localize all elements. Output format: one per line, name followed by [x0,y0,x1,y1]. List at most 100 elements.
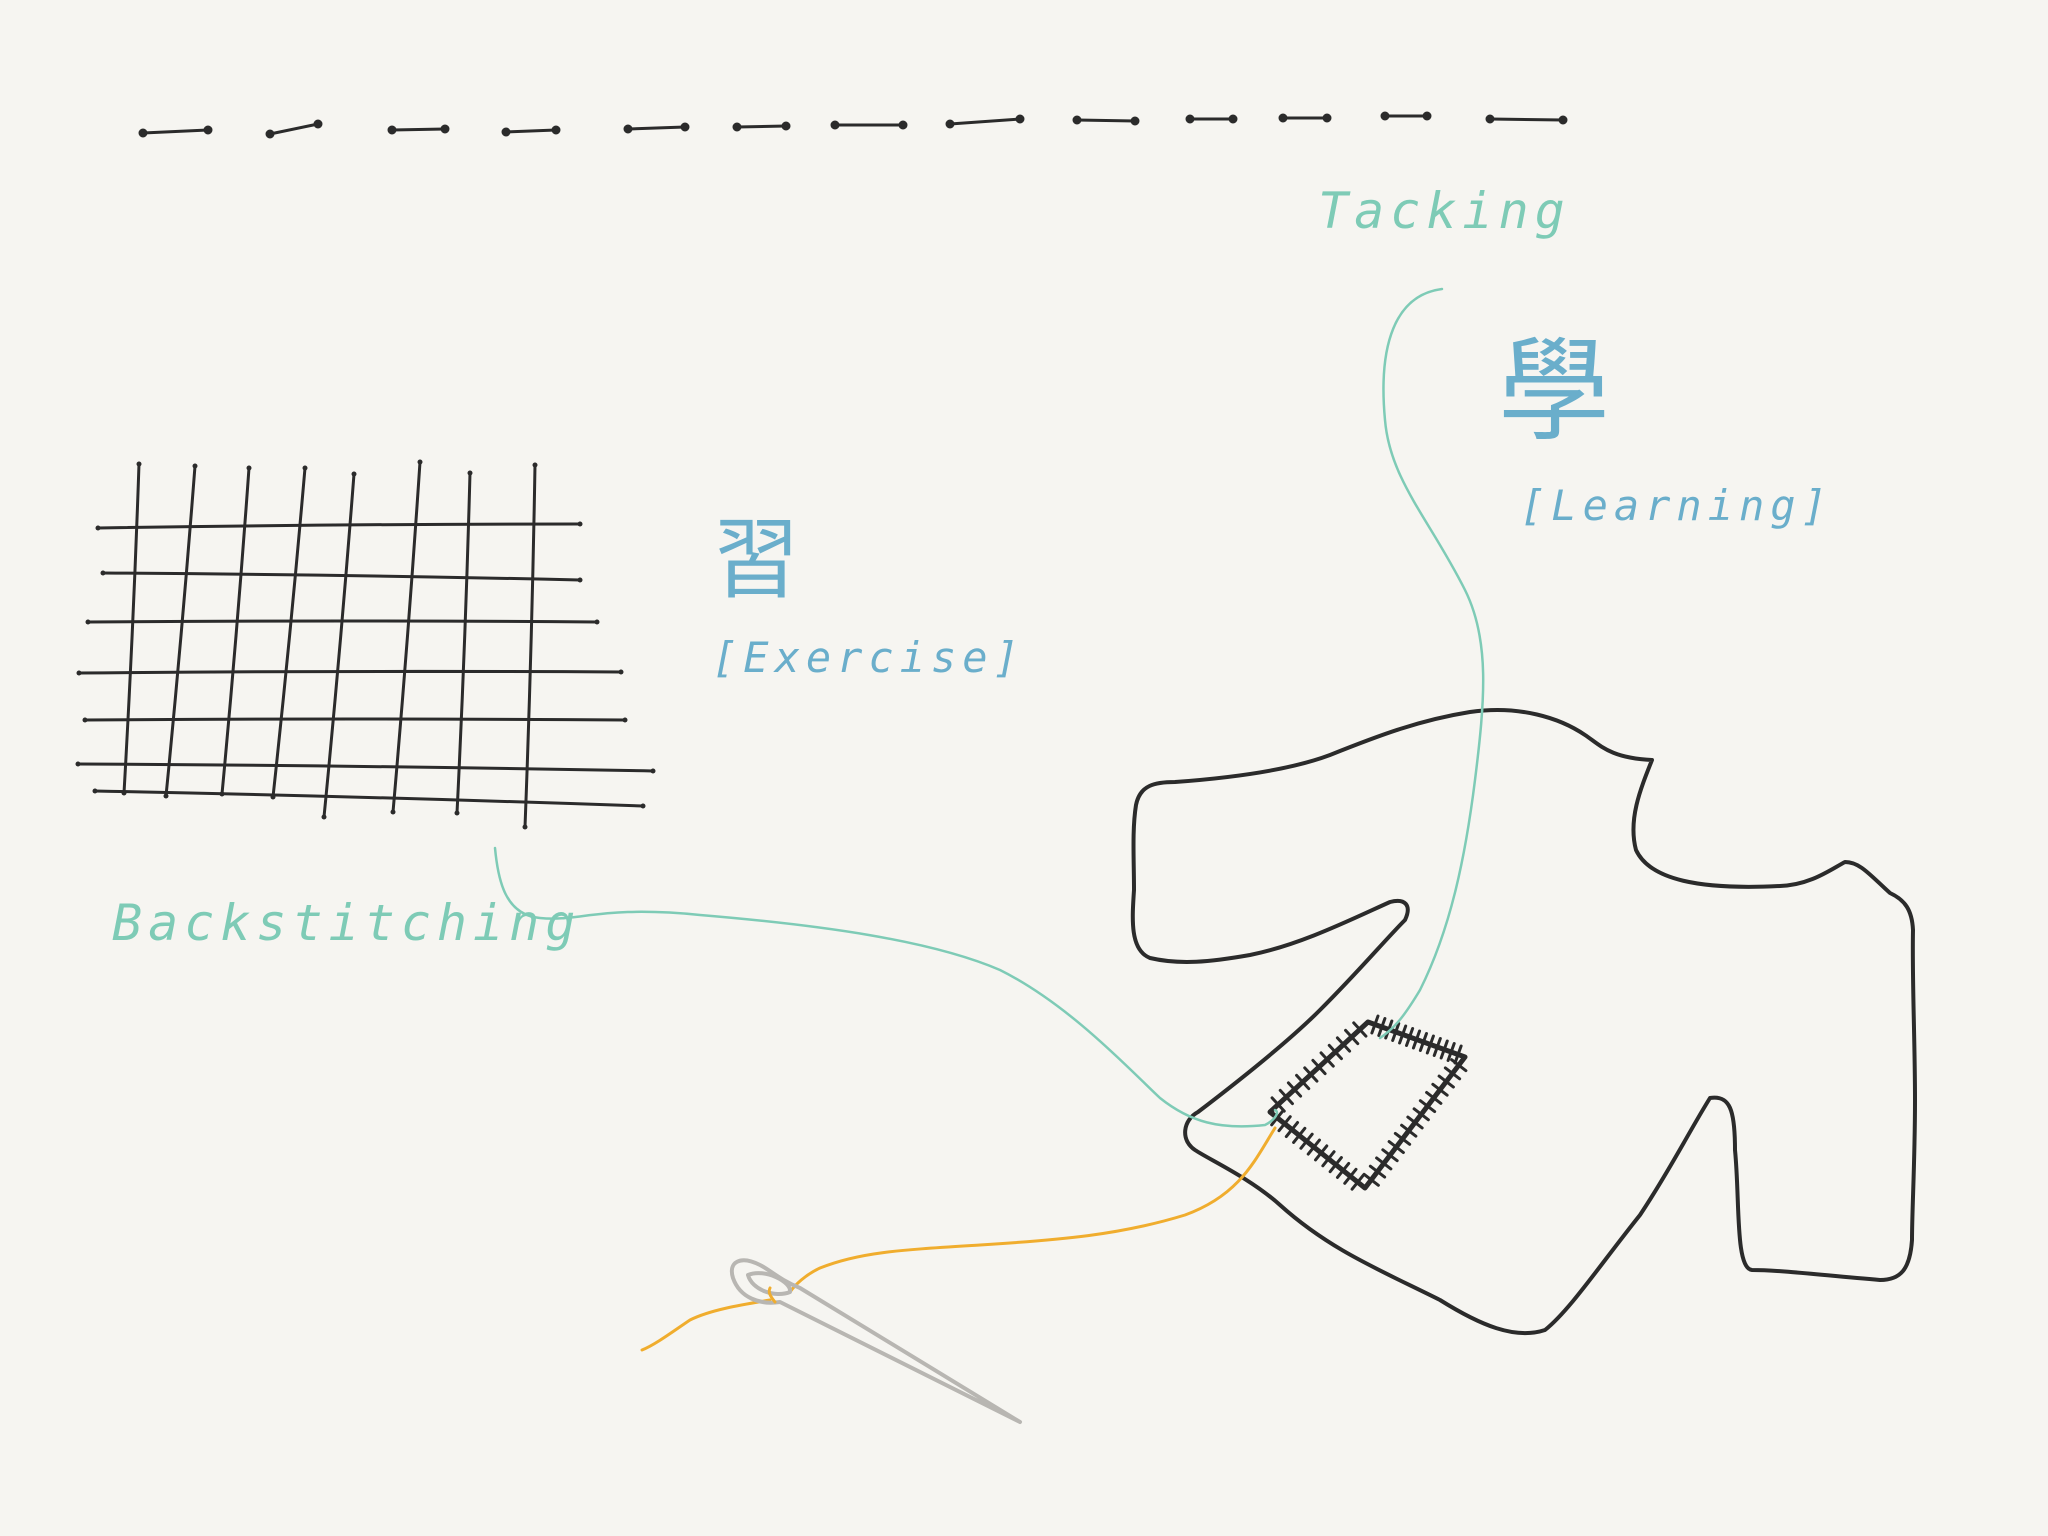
patch-stitch [1352,1021,1368,1038]
tacking-thread [1378,287,1485,1040]
patch-stitch [1303,1066,1319,1083]
patch-stitch [1343,1167,1358,1185]
grid-line-end [577,521,583,527]
patch-stitch [1375,1156,1393,1171]
grid-line-end [163,793,169,799]
tacking-dash-end [1380,111,1390,121]
tacking-dash-end [1072,115,1082,125]
patch-stitch [1319,1051,1335,1068]
grid-line [220,466,251,796]
tacking-dash [1488,117,1565,122]
grid-line [455,471,472,815]
backstitching-label: Backstitching [112,894,581,952]
tacking-dash-end [138,128,148,138]
exercise-character: 習 [712,508,800,611]
exercise-gloss: [Exercise] [712,633,1025,682]
grid-line [77,669,623,675]
orange-thread-tail [640,1298,772,1352]
grid-line-end [121,790,127,796]
learning-character: 學 [1498,327,1610,457]
tacking-dash-end [1130,116,1140,126]
grid-line-end [95,525,101,531]
grid-line-end [417,459,423,465]
patch-stitch [1446,1042,1456,1062]
grid-line-end [594,619,600,625]
tacking-dash-end [781,121,791,131]
tacking-dash-end [623,124,633,134]
grid-line-end [522,824,528,830]
grid-line-end [622,717,628,723]
grid-line-end [75,761,81,767]
grid-line-end [640,803,646,809]
grid-line [101,571,582,582]
patch-stitch [1391,1022,1401,1042]
fabric-shape-icon [1130,708,1917,1336]
patch-stitch [1368,1164,1387,1179]
grid-line-end [85,619,91,625]
tacking-dash-end [1422,111,1432,121]
patch-stitch [1328,1156,1343,1174]
tacking-dash-end [945,119,955,129]
patch-stitch [1286,1081,1303,1098]
patch-stitch [1299,1132,1314,1150]
patch-stitch [1284,1121,1300,1139]
patch-stitch [1311,1058,1327,1076]
patch-stitch [1270,1096,1286,1113]
tacking-dash [268,122,320,136]
grid-line-end [82,717,88,723]
tacking-dash-end [1015,114,1025,124]
orange-thread [788,1126,1277,1294]
tacking-label: Tacking [1318,182,1571,240]
orange-thread-eye [767,1286,777,1304]
patch-stitch [1412,1107,1430,1122]
patch-stitch [1384,1019,1394,1040]
tacking-dash-end [1228,114,1238,124]
grid-line [271,466,307,799]
patch-stitch [1335,1036,1352,1053]
tacking-dash [1075,118,1137,123]
patch-stitch [1398,1024,1408,1045]
tacking-dash-end [501,127,511,137]
grid-line [96,522,582,530]
grid-line-end [454,810,460,816]
needle-icon [729,1258,1022,1424]
grid-line [391,460,422,814]
patch-stitch [1418,1099,1437,1114]
patch-stitch [1406,1115,1424,1130]
grid-line [83,717,627,722]
grid-line-end [321,814,327,820]
tacking-dash-end [440,124,450,134]
grid-line [76,762,655,773]
tacking-dash-end [313,119,323,129]
patch-stitch [1443,1066,1462,1081]
grid-line [322,472,356,819]
stitched-patch-icon [1267,1014,1468,1191]
patch-stitch [1377,1017,1387,1037]
patch-stitch [1295,1073,1311,1091]
grid-line-end [467,470,473,476]
patch-stitch [1270,1109,1285,1127]
tacking-dash-end [1558,115,1568,125]
tacking-dash-end [1278,113,1288,123]
grid-line [93,789,645,808]
grid-line-end [246,465,252,471]
patch-stitch [1450,1058,1468,1073]
tacking-dash-end [1185,114,1195,124]
patch-stitch [1425,1034,1435,1055]
patch-stitch [1278,1088,1294,1106]
tacking-dash-end [203,125,213,135]
grid-line-end [219,791,225,797]
patch-stitch [1327,1043,1343,1061]
grid-line-end [390,809,396,815]
grid-line [164,464,197,798]
patch-stitch [1335,1161,1351,1179]
patch-stitch [1439,1039,1449,1060]
patch-stitch [1411,1029,1422,1050]
tacking-dash-end [1485,114,1495,124]
grid-line-end [76,670,82,676]
tacking-dash-end [680,122,690,132]
patch-stitch [1292,1126,1307,1144]
patch-stitch [1370,1014,1380,1035]
